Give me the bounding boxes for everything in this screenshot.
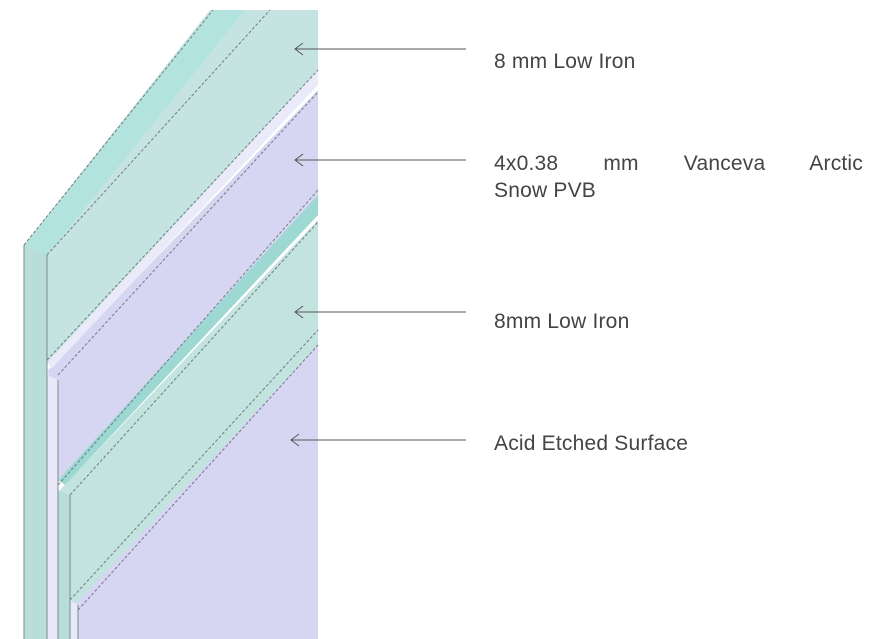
label-inner-glass: 8mm Low Iron (494, 310, 630, 333)
layer-outlines (23, 9, 319, 611)
arrow-head-surface (290, 433, 300, 447)
arrow-head-inner-glass (294, 305, 304, 319)
pvb-edge (47, 375, 58, 639)
arrow-head-pvb (294, 153, 304, 167)
outer-glass-top-face (24, 10, 245, 255)
leader-arrows (290, 42, 466, 447)
label-outer-glass: 8 mm Low Iron (494, 50, 636, 73)
label-pvb-line1: 4x0.38 mm Vanceva Arctic (494, 152, 863, 175)
inner-glass-edge (58, 490, 70, 639)
pvb-interlayer-layer (48, 60, 318, 480)
etched-edge (70, 600, 78, 639)
outer-glass-edge (24, 245, 47, 639)
label-pvb-line2: Snow PVB (494, 179, 596, 202)
inner-glass-layer (60, 185, 318, 610)
outer-glass-layer (24, 0, 318, 365)
arrow-head-outer-glass (294, 42, 304, 56)
edge-lines (23, 245, 79, 639)
label-acid-etched-surface: Acid Etched Surface (494, 432, 689, 455)
label-pvb-interlayer: 4x0.38 mm Vanceva Arctic Snow PVB (494, 150, 863, 204)
